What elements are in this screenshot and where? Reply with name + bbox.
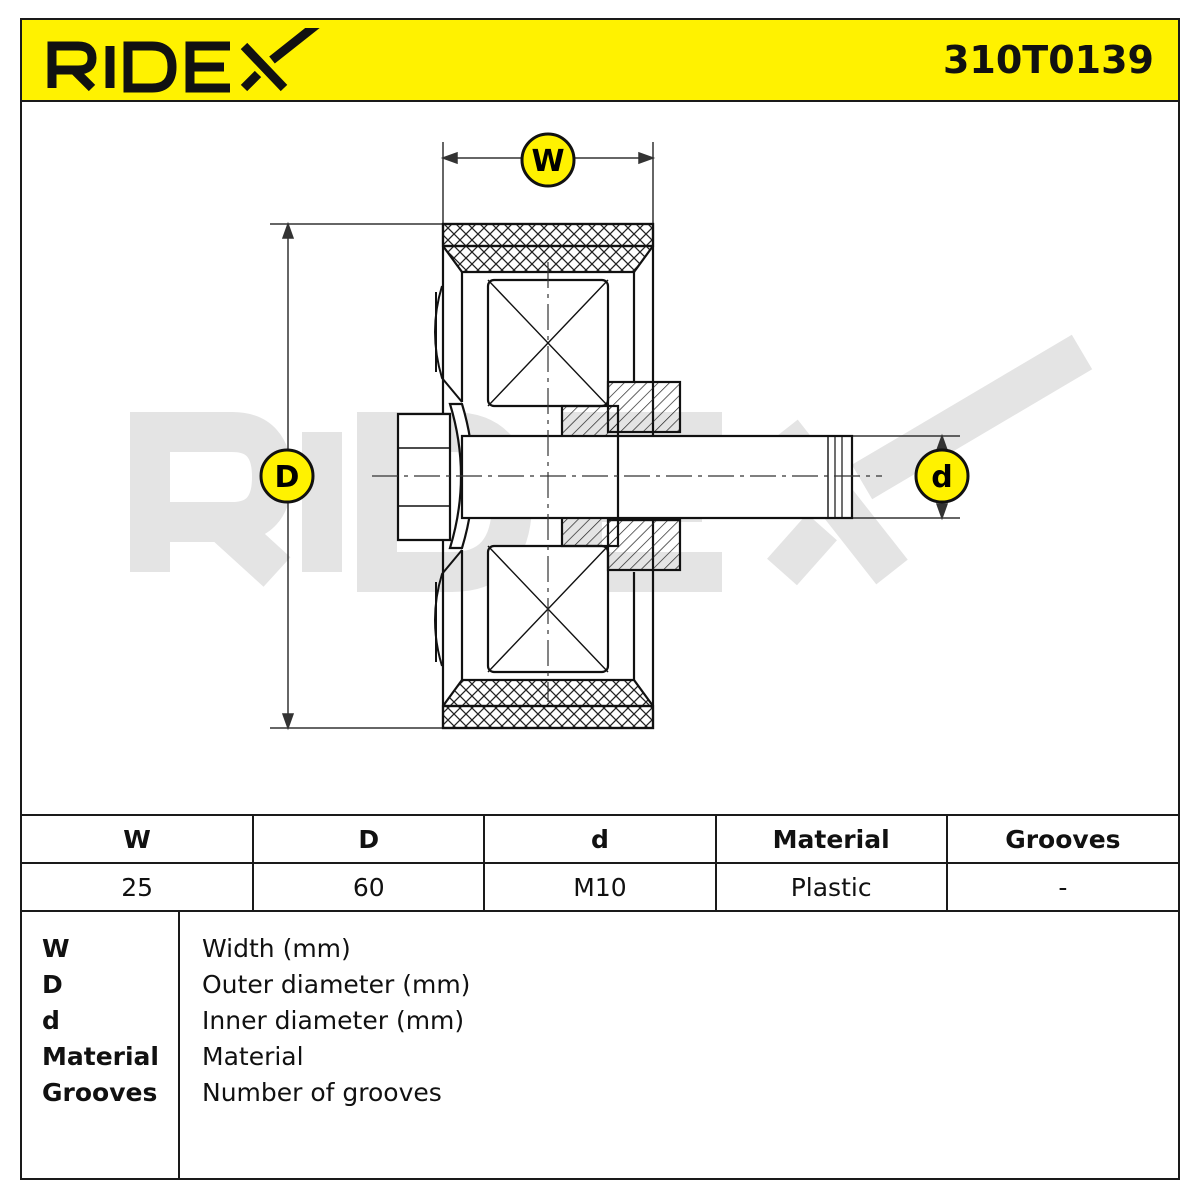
spec-value-d-outer: 60 [252, 862, 486, 912]
spec-value-w: 25 [22, 862, 255, 912]
legend-key-grooves: Grooves [42, 1078, 158, 1107]
legend-desc-material: Material [202, 1042, 304, 1071]
width-marker [520, 132, 576, 188]
spec-header-d-outer: D [252, 815, 486, 864]
outer-diameter-marker [259, 448, 315, 504]
spec-header-grooves: Grooves [945, 815, 1178, 864]
legend-desc-d-outer: Outer diameter (mm) [202, 970, 471, 999]
legend-desc-w: Width (mm) [202, 934, 351, 963]
spec-table: W D d Material Grooves 25 60 M10 Plastic… [22, 814, 1178, 912]
legend-desc-grooves: Number of grooves [202, 1078, 442, 1107]
brand-logo [47, 28, 320, 93]
centerlines [372, 262, 882, 702]
spec-header-d-inner: d [483, 815, 717, 864]
spec-header-w: W [22, 815, 255, 864]
outer-diameter-label: D [275, 460, 300, 495]
legend-divider [178, 912, 180, 1180]
part-number: 310T0139 [942, 38, 1154, 82]
width-label: W [531, 144, 564, 179]
spec-value-grooves: - [945, 862, 1178, 912]
legend-desc-d-inner: Inner diameter (mm) [202, 1006, 465, 1035]
spec-header-material: Material [714, 815, 948, 864]
legend-key-d-outer: D [42, 970, 63, 999]
legend: W D d Material Grooves Width (mm) Outer … [22, 910, 1178, 1180]
legend-key-material: Material [42, 1042, 159, 1071]
spec-sheet: 310T0139 W [20, 18, 1180, 1180]
legend-descriptions: Width (mm) Outer diameter (mm) Inner dia… [202, 932, 470, 1112]
spec-value-material: Plastic [714, 862, 948, 912]
spec-value-d-inner: M10 [483, 862, 717, 912]
technical-drawing: W D d [130, 132, 1093, 731]
legend-key-w: W [42, 934, 70, 963]
legend-key-d-inner: d [42, 1006, 60, 1035]
legend-keys: W D d Material Grooves [42, 932, 159, 1112]
header-bar: 310T0139 [22, 20, 1178, 102]
inner-diameter-label: d [931, 460, 952, 495]
inner-diameter-marker [914, 448, 970, 504]
